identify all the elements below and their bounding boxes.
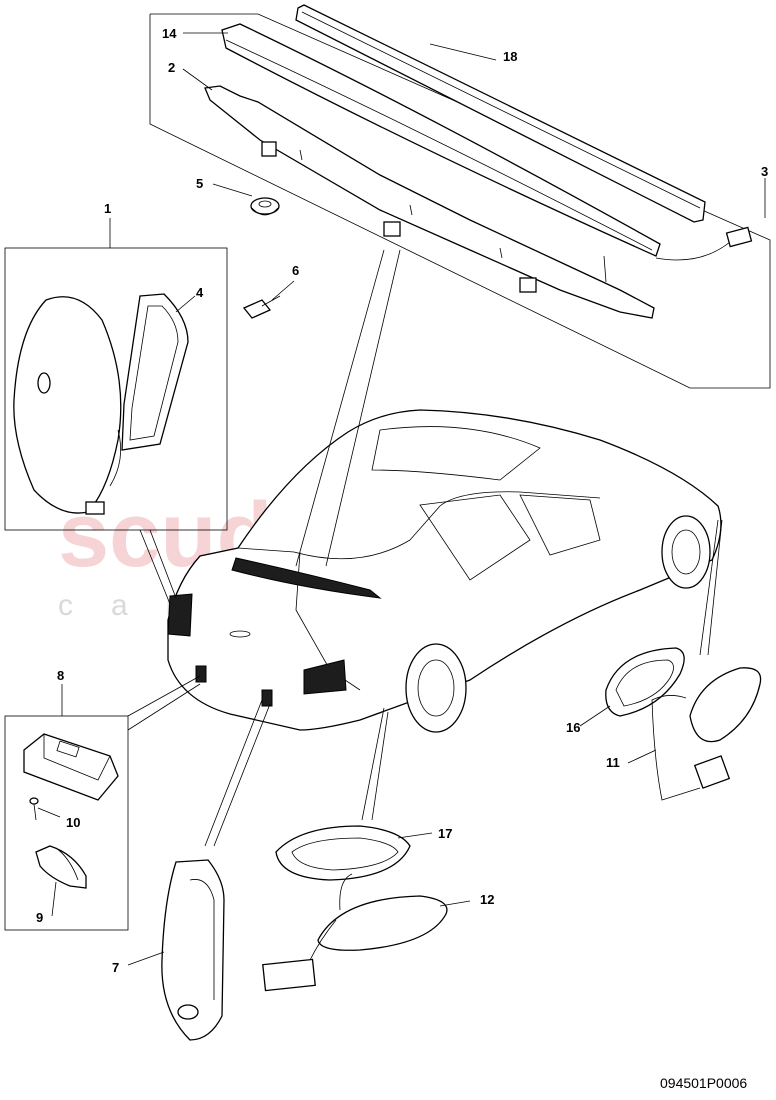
part-2-bracket[interactable]: [204, 85, 655, 319]
callout-16: 16: [566, 720, 580, 735]
part-18-seal-strip[interactable]: [295, 4, 706, 223]
car-leader-lines: [127, 249, 723, 847]
part-6-screw[interactable]: [242, 295, 281, 319]
part-10-screw[interactable]: [29, 797, 39, 821]
callout-8: 8: [57, 668, 64, 683]
part-12-side-marker-lamp[interactable]: [262, 873, 448, 992]
callout-labels: 14 2 18 3 5 1 6 4 8 16 11 10 17 12 9 7: [36, 26, 768, 975]
callout-11: 11: [606, 755, 620, 770]
part-7-rear-cover[interactable]: [161, 859, 225, 1041]
part-4-gasket[interactable]: [121, 293, 189, 451]
callout-leaders: [37, 32, 766, 966]
part-14-brake-light-housing[interactable]: [221, 23, 661, 257]
left-group-frame: [4, 218, 228, 531]
callout-17: 17: [438, 826, 452, 841]
callout-10: 10: [66, 815, 80, 830]
part-16-side-marker-gasket[interactable]: [605, 647, 685, 717]
plate-lamp-group-frame: [4, 684, 129, 931]
diagram-code: 094501P0006: [660, 1075, 747, 1091]
callout-12: 12: [480, 892, 494, 907]
part-1-tail-lamp[interactable]: [13, 296, 122, 515]
callout-4: 4: [196, 285, 204, 300]
part-11-side-marker-lamp[interactable]: [651, 667, 762, 801]
car: [167, 409, 722, 733]
callout-1: 1: [104, 201, 111, 216]
part-8-license-plate-lamp[interactable]: [23, 733, 119, 801]
part-5-grommet[interactable]: [250, 197, 280, 216]
callout-9: 9: [36, 910, 43, 925]
callout-7: 7: [112, 960, 119, 975]
callout-3: 3: [761, 164, 768, 179]
callout-18: 18: [503, 49, 517, 64]
part-17-side-marker-gasket[interactable]: [275, 825, 411, 881]
callout-6: 6: [292, 263, 299, 278]
part-9-bulb[interactable]: [35, 845, 87, 889]
callout-5: 5: [196, 176, 203, 191]
part-3-wiring-harness[interactable]: [655, 226, 753, 261]
callout-14: 14: [162, 26, 177, 41]
upper-group-frame: [149, 13, 771, 389]
callout-2: 2: [168, 60, 175, 75]
